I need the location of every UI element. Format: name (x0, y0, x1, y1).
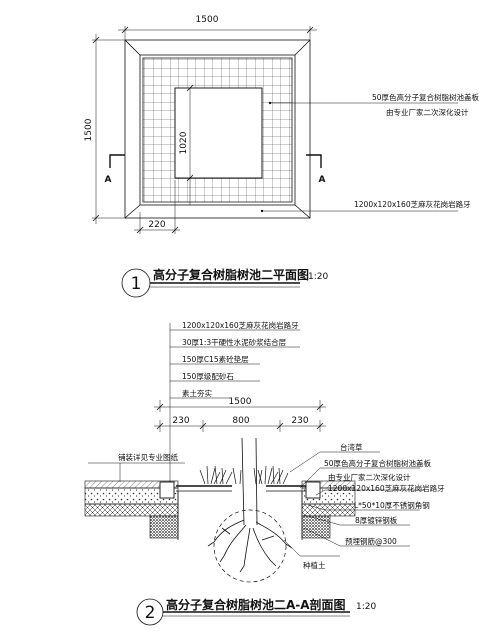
section-grass (199, 465, 289, 485)
plan-dim-width: 1500 (118, 15, 317, 40)
layer-1: 1200x120x160芝麻灰花岗岩路牙 (182, 320, 299, 330)
section-note-paving-label: 铺装详见专业图纸 (118, 452, 178, 462)
section-trunk (241, 437, 258, 526)
plan-curb-outer (124, 39, 311, 219)
plan-note-grate-line2: 由专业厂家二次深化设计 (386, 107, 469, 117)
section-mark-left-label: A (105, 175, 112, 185)
title-plan: 1 高分子复合树脂树池二平面图 1:20 (121, 267, 328, 298)
section-pit-walls (177, 491, 303, 540)
section-note-soil: 种植土 (283, 539, 340, 570)
section-notes-right: 台湾草 50厚色高分子复合树脂树池盖板 由专业厂家二次深化设计 1200x120… (289, 442, 445, 547)
plan-height-label: 1500 (84, 118, 94, 141)
section-roots (207, 519, 293, 573)
section-dim-right-label: 230 (291, 416, 308, 426)
layer-4: 150厚级配砂石 (182, 371, 234, 381)
plan-edge-label: 220 (148, 220, 165, 230)
layer-2: 30厚1:3干硬性水泥砂浆结合层 (182, 337, 287, 347)
title-section-scale: 1:20 (356, 602, 376, 612)
section-dim-parts: 230 800 230 (154, 416, 326, 432)
plan-curb-inner (139, 54, 296, 206)
title-section-text: 高分子复合树脂树池二A-A剖面图 (166, 597, 346, 612)
plan-grate (142, 57, 293, 203)
section-dim-total-label: 1500 (229, 397, 252, 407)
section-paving-left (84, 480, 179, 539)
layer-5: 素土夯实 (182, 388, 212, 398)
plan-dim-height: 1500 (84, 34, 125, 224)
section-note-moss: 台湾草 (340, 442, 363, 452)
title-plan-scale: 1:20 (308, 272, 328, 282)
title-section: 2 高分子复合树脂树池二A-A剖面图 1:20 (136, 597, 376, 626)
section-view: 1200x120x160芝麻灰花岗岩路牙 30厚1:3干硬性水泥砂浆结合层 15… (84, 320, 445, 583)
plan-dim-edge: 220 (134, 180, 180, 234)
plan-width-label: 1500 (196, 15, 219, 25)
plan-note-grate-line1: 50厚色高分子复合树脂树池盖板 (372, 92, 480, 102)
title-plan-number: 1 (131, 274, 142, 294)
plan-note-grate: 50厚色高分子复合树脂树池盖板 由专业厂家二次深化设计 (268, 92, 480, 117)
layer-3: 150厚C15素砼垫层 (182, 354, 249, 364)
section-note-soil-label: 种植土 (303, 560, 326, 570)
section-note-curb: 1200x120x160芝麻灰花岗岩路牙 (328, 483, 445, 493)
title-section-number: 2 (145, 603, 156, 623)
plan-note-curb-label: 1200x120x160芝麻灰花岗岩路牙 (354, 199, 471, 209)
section-note-rebar: 预埋钢筋@300 (345, 536, 397, 546)
section-note-frame: 8厚镀锌钢板 (355, 515, 398, 525)
section-root-ball (213, 509, 287, 583)
section-mark-right: A (306, 154, 326, 185)
section-note-grate-line2: 由专业厂家二次深化设计 (328, 472, 411, 482)
plan-dim-inner: 1020 (179, 84, 194, 205)
plan-note-curb: 1200x120x160芝麻灰花岗岩路牙 (260, 199, 471, 213)
section-note-paving: 铺装详见专业图纸 (88, 452, 185, 482)
section-dim-mid-label: 800 (232, 416, 249, 426)
plan-inner-label: 1020 (179, 131, 189, 154)
title-plan-text: 高分子复合树脂树池二平面图 (153, 267, 309, 282)
section-grate (176, 485, 306, 492)
section-mark-right-label: A (319, 175, 326, 185)
section-dim-total: 1500 (154, 397, 326, 412)
section-note-grate-line1: 50厚色高分子复合树脂树池盖板 (324, 458, 432, 468)
plan-view: 1500 1500 1020 (84, 15, 480, 234)
section-note-angle: L*50*10厚不锈钢角钢 (354, 500, 430, 510)
section-mark-left: A (105, 154, 125, 185)
section-dim-left-label: 230 (172, 416, 189, 426)
